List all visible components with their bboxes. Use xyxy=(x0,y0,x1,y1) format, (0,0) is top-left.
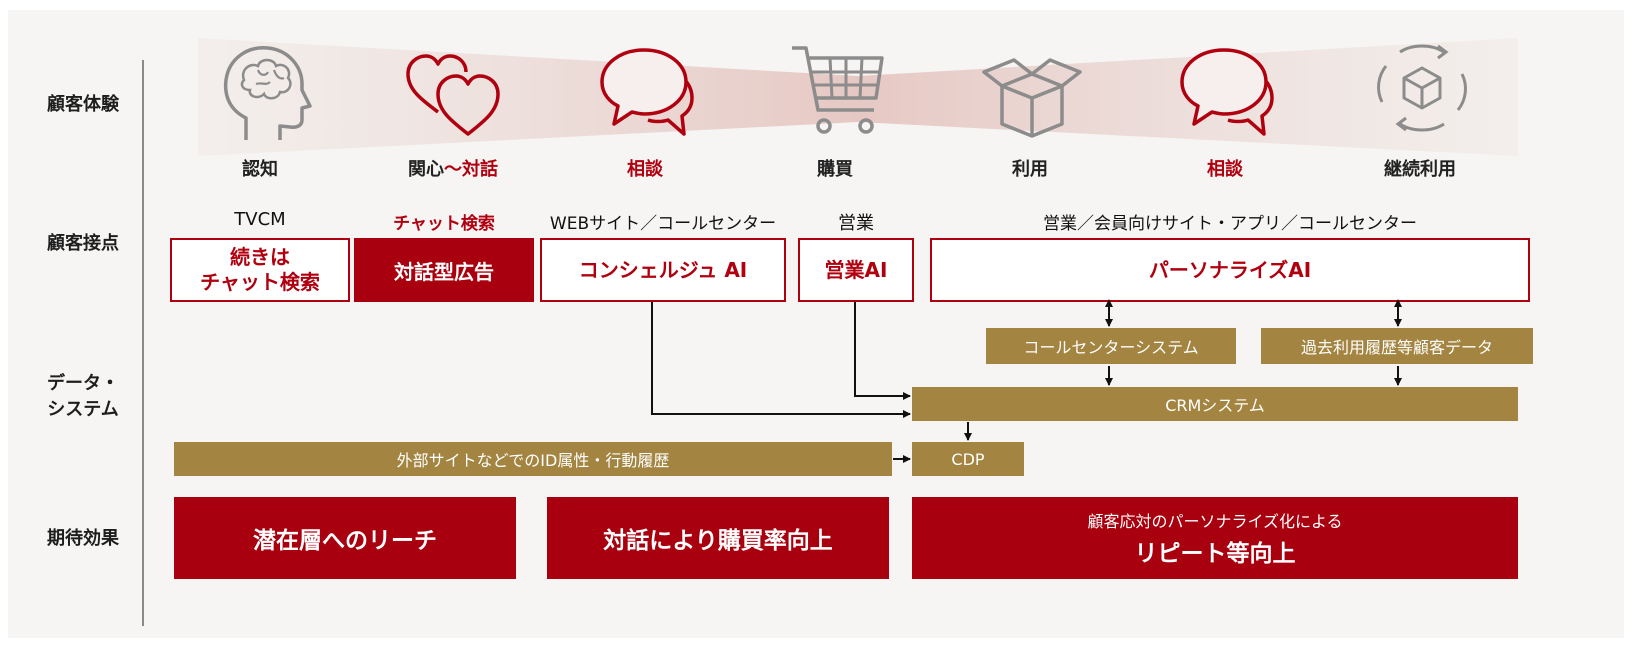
effect-repeat-line2: リピート等向上 xyxy=(1134,541,1296,567)
stage-continued-usage: 継続利用 xyxy=(1384,159,1456,180)
brain-head-icon xyxy=(223,46,312,140)
diagram-canvas: 顧客体験 顧客接点 データ・ システム 期待効果 xyxy=(8,10,1624,638)
row-label-touchpoint: 顧客接点 xyxy=(47,233,119,254)
stage-awareness: 認知 xyxy=(242,159,278,180)
effect-reach-box: 潜在層へのリーチ xyxy=(174,497,516,579)
row-label-data-system-2: システム xyxy=(47,399,119,420)
personalize-ai-box: パーソナライズAI xyxy=(930,238,1530,302)
touchpoint-label-sales: 営業 xyxy=(838,213,874,234)
touchpoint-label-member: 営業／会員向けサイト・アプリ／コールセンター xyxy=(1043,214,1417,234)
speech-bubbles-icon-2 xyxy=(1180,48,1274,136)
stage-consultation: 相談 xyxy=(627,159,663,180)
stage-usage: 利用 xyxy=(1012,159,1048,180)
sales-ai-box: 営業AI xyxy=(798,238,914,302)
stage-purchase: 購買 xyxy=(817,159,853,180)
open-box-icon xyxy=(982,58,1082,138)
tsuzuki-chat-box: 続きは チャット検索 xyxy=(170,238,350,302)
hearts-icon xyxy=(406,54,500,136)
touchpoint-label-chat-search: チャット検索 xyxy=(393,214,495,234)
stage-interest-dialog: 関心〜対話 xyxy=(408,159,498,180)
effect-repeat-line1: 顧客応対のパーソナライズ化による xyxy=(1087,512,1343,531)
shopping-cart-icon xyxy=(792,46,884,134)
touchpoint-label-tvcm: TVCM xyxy=(234,209,286,230)
connector-arrows xyxy=(651,299,1402,463)
row-label-data-system-1: データ・ xyxy=(47,373,119,394)
dialog-ad-box: 対話型広告 xyxy=(354,238,534,302)
effect-repeat-box: 顧客応対のパーソナライズ化による リピート等向上 xyxy=(912,497,1518,579)
crm-system-box: CRMシステム xyxy=(912,387,1518,421)
row-label-experience: 顧客体験 xyxy=(47,94,119,115)
row-divider xyxy=(142,60,144,626)
cycle-box-icon xyxy=(1377,44,1467,132)
cdp-box: CDP xyxy=(912,442,1024,476)
touchpoint-label-web-call: WEBサイト／コールセンター xyxy=(549,214,777,234)
customer-history-box: 過去利用履歴等顧客データ xyxy=(1261,328,1533,364)
stage-consultation-2: 相談 xyxy=(1207,159,1243,180)
row-label-effect: 期待効果 xyxy=(47,528,119,549)
speech-bubbles-icon xyxy=(600,48,694,136)
external-id-box: 外部サイトなどでのID属性・行動履歴 xyxy=(174,442,892,476)
callcenter-system-box: コールセンターシステム xyxy=(986,328,1236,364)
concierge-ai-box: コンシェルジュ AI xyxy=(540,238,786,302)
effect-purchase-box: 対話により購買率向上 xyxy=(547,497,889,579)
